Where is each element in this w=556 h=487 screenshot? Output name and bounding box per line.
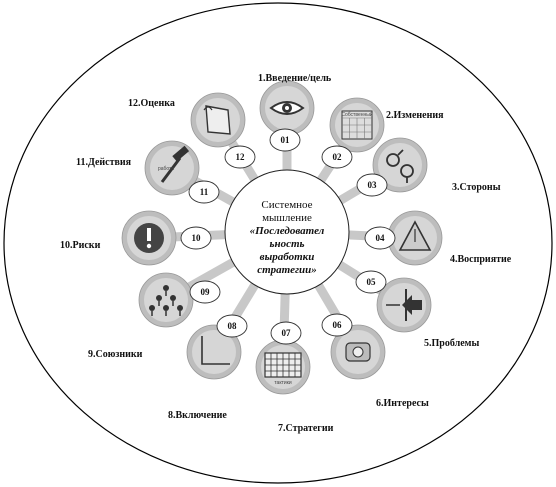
center-line-3: «Последовател: [250, 225, 325, 237]
stage-label-07: 7.Стратегии: [278, 423, 334, 434]
document-icon: [190, 92, 246, 148]
stage-number-09: 09: [189, 280, 221, 304]
stage-label-05: 5.Проблемы: [424, 338, 479, 349]
stage-label-08: 8.Включение: [168, 410, 227, 421]
stage-number-text: 02: [333, 152, 343, 162]
calendar-icon: Собственный: [329, 97, 385, 153]
center-line-4: ьность: [269, 238, 304, 250]
chart-axes-icon: [186, 324, 242, 380]
stage-number-text: 11: [200, 187, 209, 197]
center-line-5: выработки: [260, 251, 315, 263]
center-hub: Системное мышление «Последовател ьность …: [224, 169, 350, 295]
stage-number-text: 06: [333, 320, 343, 330]
hammer-text: работа: [158, 166, 174, 172]
stage-number-06: 06: [321, 313, 353, 337]
center-line-2: мышление: [262, 212, 312, 224]
stage-label-01: 1.Введение/цель: [258, 73, 332, 84]
stage-number-04: 04: [364, 226, 396, 250]
stage-number-10: 10: [180, 226, 212, 250]
stage-label-11: 11.Действия: [76, 157, 132, 168]
stage-number-text: 12: [236, 152, 246, 162]
icon-ring: Собственный тактики работа: [121, 80, 443, 395]
number-ring: 01 02 03 04 05 06 07 08 09 10 11 12: [180, 128, 396, 345]
hammer-icon: работа: [144, 140, 200, 196]
grid-icon: тактики: [255, 339, 311, 395]
center-line-6: стратегии»: [257, 264, 317, 276]
stage-label-03: 3.Стороны: [452, 182, 501, 193]
stage-number-01: 01: [269, 128, 301, 152]
stage-labels: 1.Введение/цель 2.Изменения 3.Стороны 4.…: [60, 73, 512, 434]
triangle-icon: [387, 210, 443, 266]
calendar-text: Собственный: [341, 111, 372, 118]
eye-icon: [259, 80, 315, 136]
stage-label-06: 6.Интересы: [376, 398, 429, 409]
stage-number-11: 11: [188, 180, 220, 204]
stage-label-10: 10.Риски: [60, 240, 101, 251]
stage-number-text: 08: [228, 321, 238, 331]
stage-number-text: 05: [367, 277, 377, 287]
stage-number-02: 02: [321, 145, 353, 169]
stage-number-text: 09: [201, 287, 211, 297]
center-line-1: Системное: [261, 199, 312, 211]
stage-number-12: 12: [224, 145, 256, 169]
stage-number-07: 07: [270, 321, 302, 345]
arrow-wall-icon: [376, 277, 432, 333]
stage-number-05: 05: [355, 270, 387, 294]
people-gender-icon: [372, 137, 428, 193]
stage-number-text: 04: [376, 233, 386, 243]
stage-label-09: 9.Союзники: [88, 349, 143, 360]
stage-label-02: 2.Изменения: [386, 110, 444, 121]
stage-number-text: 07: [282, 328, 292, 338]
stage-label-04: 4.Восприятие: [450, 254, 512, 265]
grid-caption: тактики: [274, 380, 292, 386]
stage-number-text: 03: [368, 180, 378, 190]
stage-number-03: 03: [356, 173, 388, 197]
team-pyramid-icon: [138, 272, 194, 328]
stage-label-12: 12.Оценка: [128, 98, 175, 109]
phone-icon: [330, 324, 386, 380]
stage-number-08: 08: [216, 314, 248, 338]
warning-icon: [121, 210, 177, 266]
stage-number-text: 01: [281, 135, 291, 145]
stage-number-text: 10: [192, 233, 202, 243]
